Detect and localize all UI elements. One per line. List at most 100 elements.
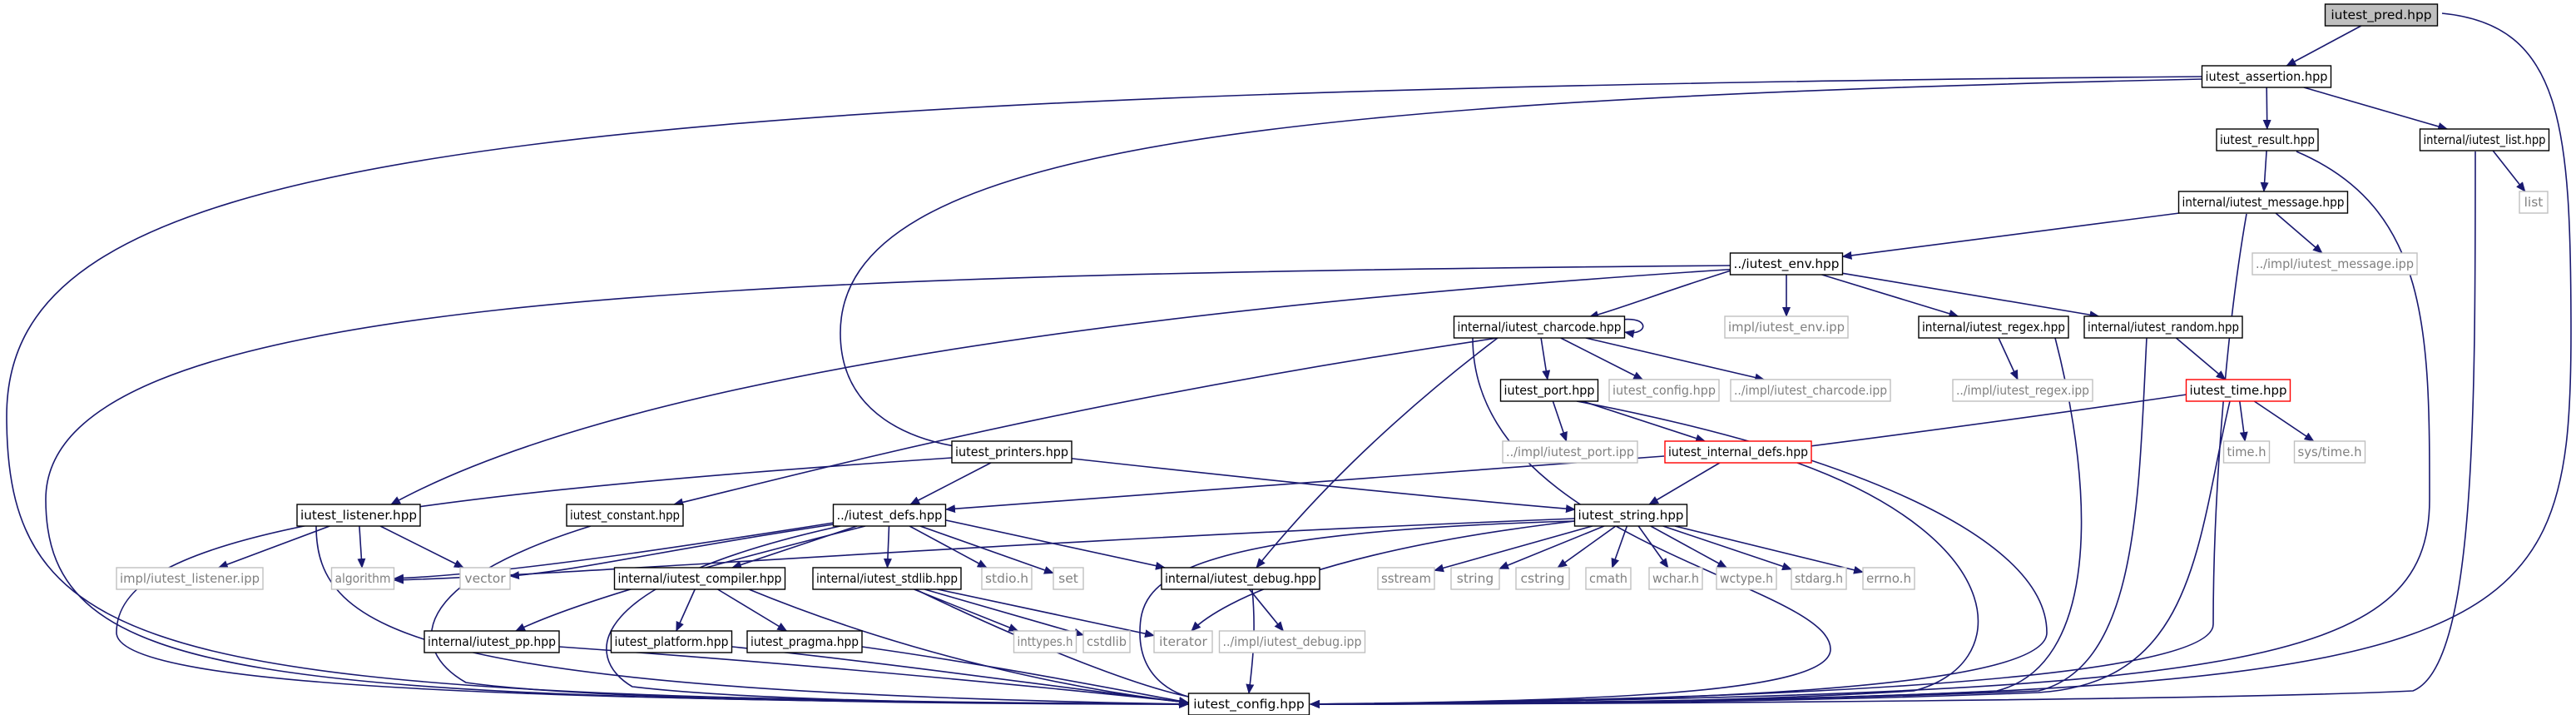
node-wctype[interactable]: wctype.h (1716, 567, 1777, 590)
node-label: algorithm (335, 571, 391, 586)
edge-stdlib-to-cstdlib (924, 588, 1084, 637)
node-debug_ipp[interactable]: ../impl/iutest_debug.ipp (1218, 630, 1366, 653)
node-cstring[interactable]: cstring (1515, 567, 1570, 590)
node-box (1502, 440, 1638, 464)
node-set[interactable]: set (1053, 567, 1084, 590)
edge-defs-to-algorithm (394, 522, 835, 583)
node-time[interactable]: iutest_time.hpp (2185, 379, 2291, 402)
node-box (610, 630, 733, 653)
node-inttypes[interactable]: inttypes.h (1013, 630, 1077, 653)
edge-env-to-config (45, 265, 1731, 708)
node-label: iutest_printers.hpp (955, 444, 1068, 460)
node-platform[interactable]: iutest_platform.hpp (610, 630, 733, 653)
node-box (2201, 65, 2332, 88)
node-cstdlib[interactable]: cstdlib (1082, 630, 1131, 653)
node-box (566, 504, 684, 527)
node-stdio[interactable]: stdio.h (981, 567, 1033, 590)
node-stdlib[interactable]: internal/iutest_stdlib.hpp (812, 567, 962, 590)
node-constant[interactable]: iutest_constant.hpp (566, 504, 684, 527)
node-assertion[interactable]: iutest_assertion.hpp (2201, 65, 2332, 88)
node-charcode[interactable]: internal/iutest_charcode.hpp (1453, 315, 1626, 339)
node-box (1187, 693, 1310, 715)
node-stringstd[interactable]: string (1450, 567, 1500, 590)
node-charcode_ipp[interactable]: ../impl/iutest_charcode.ipp (1730, 379, 1891, 402)
node-sstream[interactable]: sstream (1377, 567, 1435, 590)
node-box (1515, 567, 1570, 590)
edge-internal_defs-to-string (1648, 462, 1721, 505)
node-label: ../impl/iutest_regex.ipp (1956, 383, 2089, 399)
node-box (951, 440, 1073, 464)
node-port[interactable]: iutest_port.hpp (1499, 379, 1599, 402)
edge-env-to-regex (1821, 274, 1959, 318)
node-box (1377, 567, 1435, 590)
edge-result-to-message (2260, 150, 2269, 192)
node-vector[interactable]: vector (459, 567, 511, 590)
edge-string-to-errno (1674, 525, 1864, 574)
node-compiler[interactable]: internal/iutest_compiler.hpp (613, 567, 786, 590)
node-config[interactable]: iutest_config.hpp (1187, 693, 1310, 715)
node-label: internal/iutest_random.hpp (2088, 320, 2239, 335)
node-regex_ipp[interactable]: ../impl/iutest_regex.ipp (1952, 379, 2093, 402)
node-label: impl/iutest_listener.ipp (120, 571, 260, 587)
node-listener[interactable]: iutest_listener.hpp (296, 504, 421, 527)
node-label: iutest_config.hpp (1612, 383, 1716, 399)
node-stdarg[interactable]: stdarg.h (1791, 567, 1847, 590)
node-timeh[interactable]: time.h (2222, 440, 2271, 464)
node-message_ipp[interactable]: ../impl/iutest_message.ipp (2252, 252, 2418, 276)
node-port_ipp[interactable]: ../impl/iutest_port.ipp (1502, 440, 1638, 464)
node-box (330, 567, 395, 590)
node-box (1952, 379, 2093, 402)
node-listener_ipp[interactable]: impl/iutest_listener.ipp (116, 567, 264, 590)
node-iterator[interactable]: iterator (1153, 630, 1213, 653)
node-cmath[interactable]: cmath (1585, 567, 1632, 590)
node-box (424, 630, 560, 653)
edge-platform-to-config (731, 646, 1189, 706)
node-random[interactable]: internal/iutest_random.hpp (2083, 315, 2243, 339)
node-string[interactable]: iutest_string.hpp (1573, 504, 1688, 527)
edge-message-to-env (1841, 212, 2180, 260)
node-defs[interactable]: ../iutest_defs.hpp (832, 504, 947, 527)
node-env_ipp[interactable]: impl/iutest_env.ipp (1724, 315, 1849, 339)
node-systime[interactable]: sys/time.h (2293, 440, 2366, 464)
edge-time-to-timeh (2239, 400, 2248, 442)
node-regex[interactable]: internal/iutest_regex.hpp (1918, 315, 2069, 339)
edge-charcode-to-charcode_ipp (1585, 337, 1766, 382)
edge-time-to-systime (2253, 400, 2315, 442)
node-label: sys/time.h (2298, 444, 2362, 459)
node-box (1499, 379, 1599, 402)
node-box (1729, 252, 1844, 276)
node-errno[interactable]: errno.h (1862, 567, 1915, 590)
node-label: internal/iutest_compiler.hpp (618, 571, 782, 587)
node-env[interactable]: ../iutest_env.hpp (1729, 252, 1844, 276)
edge-string-to-cmath (1611, 525, 1628, 569)
node-message[interactable]: internal/iutest_message.hpp (2177, 191, 2349, 214)
node-algorithm[interactable]: algorithm (330, 567, 395, 590)
node-liststd[interactable]: list (2519, 191, 2549, 214)
node-internal_defs[interactable]: iutest_internal_defs.hpp (1664, 440, 1812, 464)
edge-assertion-to-list (2303, 87, 2449, 131)
node-pred[interactable]: iutest_pred.hpp (2324, 3, 2439, 27)
edge-defs-to-stdlib (883, 525, 892, 569)
node-wchar[interactable]: wchar.h (1648, 567, 1703, 590)
edge-string-to-wctype (1650, 525, 1728, 569)
edge-random-to-time (2175, 337, 2227, 380)
node-pragma[interactable]: iutest_pragma.hpp (746, 630, 863, 653)
node-box (1453, 315, 1626, 339)
node-box (981, 567, 1033, 590)
node-printers[interactable]: iutest_printers.hpp (951, 440, 1073, 464)
edge-pred-to-config (1310, 12, 2572, 708)
node-label: iutest_internal_defs.hpp (1668, 444, 1808, 460)
node-box (2324, 3, 2439, 27)
node-box (116, 567, 264, 590)
node-label: stdio.h (985, 571, 1028, 586)
node-box (1013, 630, 1077, 653)
node-config_hpp[interactable]: iutest_config.hpp (1608, 379, 1720, 402)
node-box (1573, 504, 1688, 527)
node-box (1664, 440, 1812, 464)
node-pp[interactable]: internal/iutest_pp.hpp (424, 630, 560, 653)
node-list[interactable]: internal/iutest_list.hpp (2419, 128, 2550, 151)
node-result[interactable]: iutest_result.hpp (2216, 128, 2319, 151)
edge-string-to-wchar (1637, 525, 1669, 569)
node-debug[interactable]: internal/iutest_debug.hpp (1161, 567, 1320, 590)
edge-compiler-to-platform (676, 588, 696, 632)
